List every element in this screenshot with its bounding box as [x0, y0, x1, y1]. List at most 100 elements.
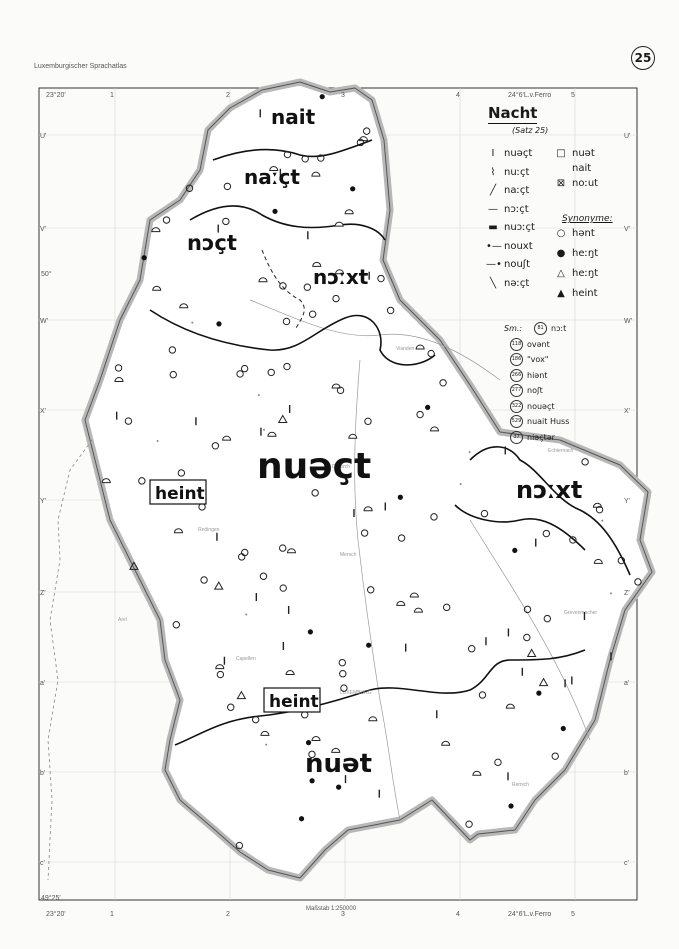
- place-echternach: Echternach: [548, 448, 574, 454]
- survey-point-open-circle: [397, 534, 406, 542]
- survey-point-open-circle: [216, 670, 225, 679]
- survey-symbols: [101, 94, 642, 850]
- survey-point-filled-circle: [350, 186, 356, 192]
- survey-point-open-circle: [172, 621, 181, 629]
- survey-point-open-circle: [416, 410, 424, 419]
- isogloss-center-north: [149, 309, 436, 366]
- row-label-c: c': [40, 860, 45, 867]
- survey-point-half-circle: [334, 221, 344, 227]
- sm-heading: Sm.:: [504, 324, 523, 333]
- coord-top-right: 24°6'L.v.Ferro: [508, 91, 551, 99]
- survey-point-open-circle: [465, 820, 473, 828]
- legend-left-symbol-icon: ▬: [488, 222, 498, 233]
- survey-point-triangle: [236, 690, 247, 700]
- survey-point-half-circle: [285, 670, 295, 676]
- isogloss-east2: [454, 504, 586, 551]
- label-naxct-north: naːçt: [244, 165, 300, 189]
- place-grevenmacher: Grevenmacher: [564, 610, 597, 616]
- place-capellen: Capellen: [236, 656, 256, 662]
- place-names: Vianden Diekirch Echternach Redingen Mer…: [118, 346, 597, 788]
- survey-point-open-circle: [367, 586, 375, 594]
- survey-point-dot: [468, 451, 471, 454]
- sm-code-badge: 186: [510, 353, 523, 366]
- survey-point-filled-circle: [560, 725, 566, 732]
- isogloss-north: [212, 139, 373, 161]
- survey-point-open-circle: [336, 386, 345, 395]
- survey-point-open-circle: [634, 578, 642, 586]
- survey-point-half-circle: [312, 261, 322, 267]
- legend-left-row: ⌇nuːçt: [486, 166, 530, 181]
- isogloss-dashed: [261, 249, 305, 331]
- survey-point-open-circle: [283, 362, 291, 371]
- survey-point-open-circle: [168, 346, 177, 354]
- sm-code-badge: 529: [510, 415, 523, 428]
- survey-point-filled-circle: [366, 642, 372, 648]
- survey-point-open-circle: [360, 529, 369, 537]
- survey-point-open-circle: [551, 752, 559, 760]
- legend-right-label: noːut: [572, 178, 599, 189]
- survey-point-open-circle: [569, 536, 577, 544]
- legend-left-symbol-icon: —•: [486, 259, 502, 270]
- legend-left-label: nuɔːçt: [504, 222, 535, 233]
- survey-point-dot: [609, 592, 612, 595]
- col-label-1-bottom: 1: [110, 911, 114, 918]
- legend-right-symbol-icon: □: [556, 148, 566, 159]
- sm-code-badge: 81: [534, 322, 547, 335]
- survey-point-open-circle: [301, 155, 309, 163]
- col-label-2: 2: [226, 92, 230, 99]
- survey-point-half-circle: [260, 730, 270, 736]
- survey-point-open-circle: [237, 553, 246, 561]
- survey-point-dot: [265, 743, 268, 746]
- survey-point-half-circle: [152, 285, 162, 291]
- survey-point-filled-circle: [397, 494, 403, 500]
- survey-point-half-circle: [358, 136, 368, 142]
- legend-left-symbol-icon: ⌇: [490, 166, 496, 178]
- survey-point-half-circle: [215, 664, 225, 670]
- survey-point-open-circle: [308, 310, 317, 318]
- legend-left-symbol-icon: I: [491, 148, 495, 159]
- legend-syn-row: △heːŋt: [554, 268, 598, 282]
- legend-left-row: ╱naːçt: [486, 185, 529, 199]
- survey-point-open-circle: [282, 317, 291, 326]
- survey-point-half-circle: [348, 433, 358, 439]
- sm-row: 186"vox": [510, 353, 548, 366]
- legend-right-label: nuət: [572, 148, 595, 159]
- survey-point-filled-circle: [298, 816, 305, 822]
- sm-label: nɔːt: [551, 324, 567, 333]
- survey-point-triangle: [213, 581, 224, 590]
- survey-point-filled-circle: [272, 208, 278, 214]
- survey-point-half-circle: [331, 747, 341, 753]
- survey-point-filled-circle: [425, 404, 431, 410]
- survey-point-open-circle: [362, 127, 371, 135]
- survey-point-filled-circle: [536, 690, 542, 696]
- place-redingen: Redingen: [198, 527, 220, 533]
- survey-point-dot: [601, 519, 604, 522]
- survey-point-open-circle: [377, 274, 385, 283]
- col-label-4: 4: [456, 92, 460, 99]
- survey-point-half-circle: [267, 431, 277, 437]
- survey-point-half-circle: [101, 478, 111, 484]
- sm-label: nouəçt: [527, 401, 555, 411]
- legend-title: Nacht: [488, 104, 538, 124]
- survey-point-half-circle: [430, 426, 440, 432]
- legend-syn-label: heint: [572, 288, 598, 299]
- survey-point-open-circle: [124, 417, 133, 425]
- box-heint-west: [149, 479, 207, 505]
- survey-point-open-circle: [494, 758, 502, 767]
- place-diekirch: Diekirch: [332, 464, 350, 470]
- survey-point-filled-circle: [216, 321, 222, 327]
- legend-syn-symbol-icon: ▲: [557, 288, 565, 299]
- survey-point-half-circle: [413, 607, 423, 613]
- survey-point-filled-circle: [141, 255, 147, 261]
- survey-point-triangle: [129, 561, 139, 570]
- row-label-a-right: a': [624, 680, 629, 687]
- row-label-z-right: Z': [624, 590, 630, 597]
- place-luxemburg: LUXEMBURG: [340, 690, 372, 696]
- survey-point-half-circle: [415, 344, 425, 350]
- atlas-title: Luxemburgischer Sprachatlas: [34, 63, 127, 70]
- legend-left-label: nouxt: [504, 240, 533, 252]
- survey-point-half-circle: [114, 377, 124, 383]
- legend-left-row: •—nouxt: [486, 241, 533, 255]
